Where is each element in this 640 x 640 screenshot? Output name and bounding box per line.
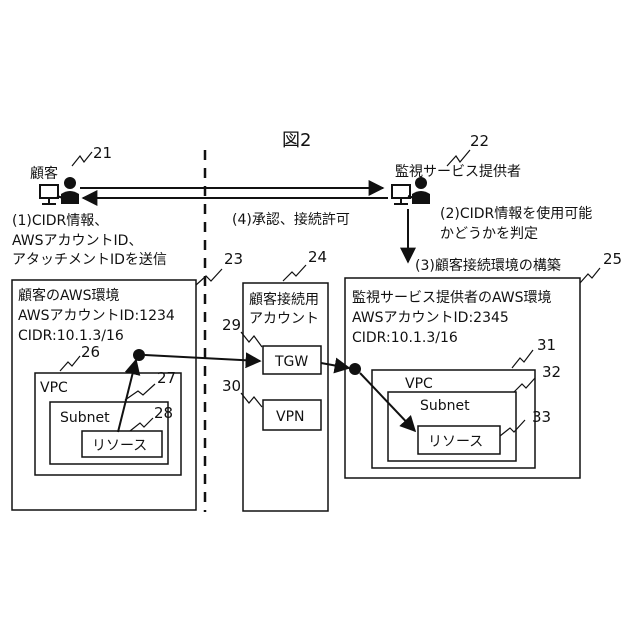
provider-label: 監視サービス提供者 (395, 163, 521, 180)
step2-line1: (2)CIDR情報を使用可能 (440, 205, 592, 222)
step1-line3: アタッチメントIDを送信 (12, 252, 167, 268)
provider-resource-ref-leader (500, 420, 525, 436)
resource-to-attachment-arrow (118, 360, 136, 432)
customer-ref-leader (72, 152, 92, 166)
provider-vpc-label: VPC (405, 376, 433, 392)
customer-label: 顧客 (30, 165, 58, 182)
step1-line2: AWSアカウントID、 (12, 233, 142, 249)
customer-env-line3: CIDR:10.1.3/16 (18, 328, 124, 344)
tgw-label: TGW (274, 354, 308, 370)
provider-resource-ref: 33 (532, 408, 551, 426)
provider-env-line1: 監視サービス提供者のAWS環境 (352, 289, 552, 306)
connect-account-line1: 顧客接続用 (249, 291, 319, 308)
vpn-ref: 30 (222, 377, 241, 395)
provider-attachment-dot (349, 363, 361, 375)
vpn-ref-leader (241, 393, 262, 407)
customer-vpc-label: VPC (40, 380, 68, 396)
step2-line2: かどうかを判定 (440, 226, 538, 242)
provider-vpc-ref: 31 (537, 336, 556, 354)
customer-vpc-ref-leader (60, 356, 80, 371)
customer-subnet-label: Subnet (60, 410, 110, 426)
connect-account-ref: 24 (308, 248, 327, 266)
tgw-ref: 29 (222, 316, 241, 334)
customer-env-line1: 顧客のAWS環境 (18, 287, 120, 304)
connect-account-line2: アカウント (249, 311, 319, 327)
customer-resource-label: リソース (92, 438, 147, 454)
step3-text: (3)顧客接続環境の構築 (415, 257, 561, 274)
customer-env-ref: 23 (224, 250, 243, 268)
provider-vpc-ref-leader (512, 350, 533, 368)
provider-ref: 22 (470, 132, 489, 150)
provider-subnet-ref: 32 (542, 363, 561, 381)
provider-resource-label: リソース (428, 434, 483, 450)
customer-subnet-ref: 27 (157, 369, 176, 387)
provider-person-computer-icon (392, 177, 430, 204)
customer-env-ref-leader (196, 269, 222, 285)
step4-text: (4)承認、接続許可 (232, 211, 350, 228)
tgw-ref-leader (241, 332, 262, 347)
step1-line1: (1)CIDR情報、 (12, 213, 108, 229)
customer-ref: 21 (93, 144, 112, 162)
customer-env-line2: AWSアカウントID:1234 (18, 308, 175, 324)
customer-resource-ref: 28 (154, 404, 173, 422)
provider-env-ref: 25 (603, 250, 622, 268)
vpn-label: VPN (276, 409, 305, 425)
customer-attachment-dot (133, 349, 145, 361)
provider-subnet-ref-leader (514, 378, 535, 392)
connect-account-ref-leader (283, 265, 306, 281)
provider-subnet-label: Subnet (420, 398, 470, 414)
customer-resource-ref-leader (130, 418, 153, 431)
provider-env-line2: AWSアカウントID:2345 (352, 310, 509, 326)
customer-vpc-ref: 26 (81, 343, 100, 361)
provider-env-ref-leader (580, 268, 600, 283)
provider-env-line3: CIDR:10.1.3/16 (352, 330, 458, 346)
figure-title: 図2 (282, 130, 311, 151)
